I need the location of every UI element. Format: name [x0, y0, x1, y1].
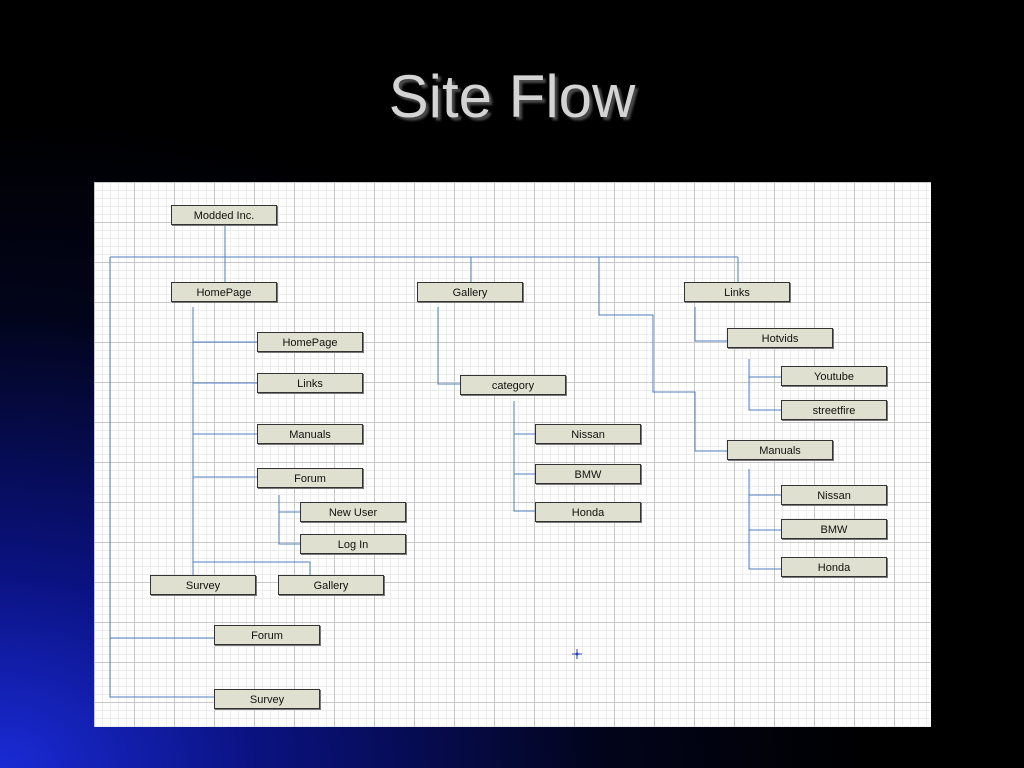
node-homepage-forum: Forum	[257, 468, 363, 488]
site-flow-diagram: Modded Inc. HomePage Gallery Links HomeP…	[94, 182, 931, 727]
node-forum-log-in: Log In	[300, 534, 406, 554]
node-survey: Survey	[214, 689, 320, 709]
node-modded-inc: Modded Inc.	[171, 205, 277, 225]
node-manuals-nissan: Nissan	[781, 485, 887, 505]
node-links: Links	[684, 282, 790, 302]
node-manuals-bmw: BMW	[781, 519, 887, 539]
node-youtube: Youtube	[781, 366, 887, 386]
node-gallery: Gallery	[417, 282, 523, 302]
node-category-bmw: BMW	[535, 464, 641, 484]
node-manuals-honda: Honda	[781, 557, 887, 577]
node-homepage-links: Links	[257, 373, 363, 393]
node-category-nissan: Nissan	[535, 424, 641, 444]
node-homepage-gallery: Gallery	[278, 575, 384, 595]
node-category: category	[460, 375, 566, 395]
node-forum: Forum	[214, 625, 320, 645]
node-streetfire: streetfire	[781, 400, 887, 420]
node-category-honda: Honda	[535, 502, 641, 522]
crosshair-icon	[572, 649, 582, 659]
node-manuals: Manuals	[727, 440, 833, 460]
node-homepage-manuals: Manuals	[257, 424, 363, 444]
node-homepage-survey: Survey	[150, 575, 256, 595]
slide-title: Site Flow	[388, 63, 636, 130]
connector-lines	[109, 226, 781, 698]
node-forum-new-user: New User	[300, 502, 406, 522]
node-hotvids: Hotvids	[727, 328, 833, 348]
node-homepage: HomePage	[171, 282, 277, 302]
node-homepage-homepage: HomePage	[257, 332, 363, 352]
